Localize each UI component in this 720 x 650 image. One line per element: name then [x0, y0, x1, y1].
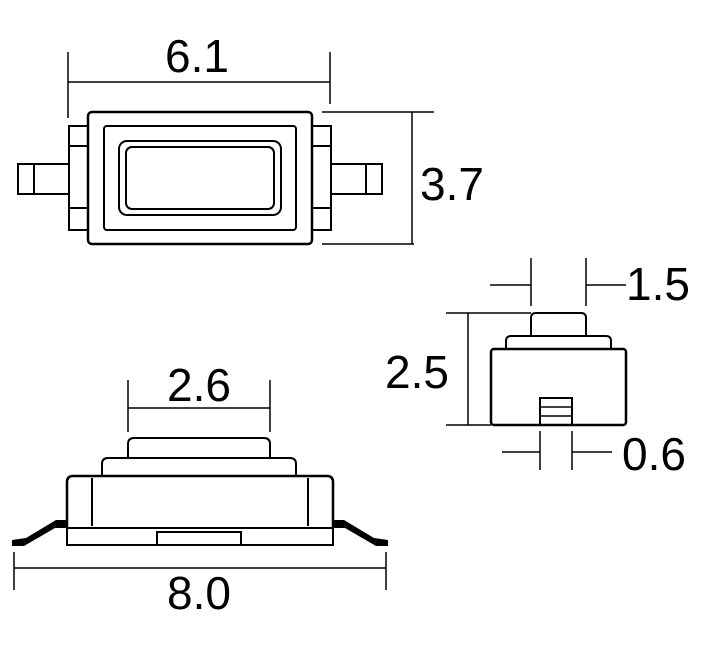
- dimension-front-actuator: 2.6: [127, 359, 271, 432]
- front-view-right-lead: [333, 520, 388, 546]
- front-view-actuator: [127, 437, 271, 458]
- front-view: 2.6 8.0: [12, 359, 388, 619]
- dimension-side-height: 2.5: [385, 312, 531, 426]
- dimension-side-height-label: 2.5: [385, 346, 449, 398]
- top-view: 6.1 3.7: [17, 30, 484, 246]
- top-view-left-rib-mid: [68, 145, 89, 209]
- top-view-right-rib-top: [311, 125, 332, 147]
- top-view-actuator-inner: [125, 146, 275, 210]
- top-view-right-rib-mid: [311, 145, 332, 209]
- top-view-actuator-outer: [118, 140, 282, 216]
- top-view-right-terminal: [330, 163, 383, 195]
- side-view-body: [489, 347, 628, 427]
- front-view-left-lead: [12, 520, 67, 546]
- front-view-base: [66, 528, 334, 546]
- dimension-side-actuator-label: 1.5: [626, 258, 690, 310]
- dimension-top-width-label: 6.1: [165, 30, 229, 82]
- dimension-side-lead: 0.6: [502, 428, 686, 480]
- dimension-top-width: 6.1: [67, 30, 331, 118]
- dimension-side-actuator: 1.5: [490, 258, 690, 310]
- front-view-base-notch: [156, 531, 242, 545]
- dimension-front-overall-label: 8.0: [167, 567, 231, 619]
- dimension-side-lead-label: 0.6: [622, 428, 686, 480]
- front-view-body: [65, 474, 335, 528]
- top-view-right-rib-bottom: [311, 207, 332, 231]
- side-view-step: [505, 335, 612, 349]
- dimension-top-height: 3.7: [322, 111, 484, 245]
- side-view: 1.5 2.5 0.6: [385, 258, 690, 480]
- top-view-left-terminal: [17, 163, 70, 195]
- side-view-actuator: [530, 312, 587, 336]
- top-view-left-rib-bottom: [68, 207, 89, 231]
- top-view-left-rib-top: [68, 125, 89, 147]
- dimension-front-overall: 8.0: [13, 552, 387, 619]
- side-view-lead: [539, 397, 573, 426]
- dimension-front-actuator-label: 2.6: [167, 359, 231, 411]
- dimension-top-height-label: 3.7: [420, 158, 484, 210]
- top-view-inner-frame: [103, 125, 297, 231]
- front-view-step: [101, 457, 297, 476]
- top-view-housing: [86, 110, 314, 246]
